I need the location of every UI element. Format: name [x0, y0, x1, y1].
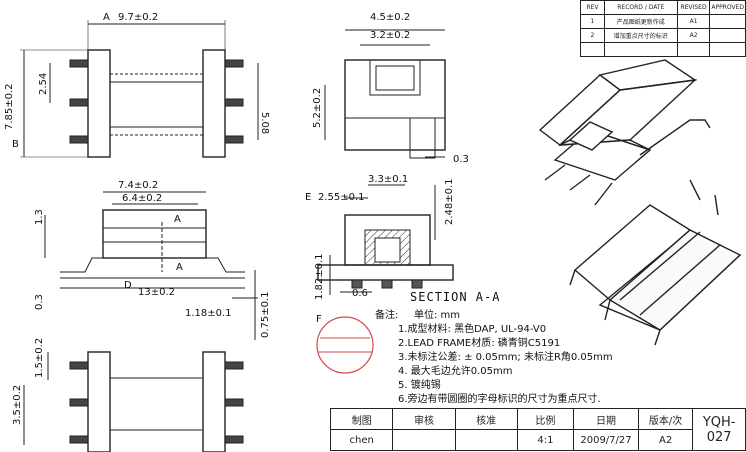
- revision-table: REV RECORD / DATE REVISED APPROVED 1 产品图…: [580, 0, 746, 57]
- tb-cell: 4:1: [516, 429, 575, 451]
- front-view: [44, 191, 258, 340]
- note-item: 4. 最大毛边允许0.05mm: [398, 366, 513, 377]
- marker-d: D: [124, 280, 132, 291]
- note-item: 5. 镀纯锡: [398, 380, 441, 391]
- dim-side-w1: 4.5±0.2: [370, 12, 410, 23]
- marker-f: F: [316, 314, 322, 325]
- table-row: 2 增加重点尺寸的标识 A2: [580, 28, 746, 43]
- rev-header: APPROVED: [709, 0, 746, 15]
- dim-pin-height: 0.75±0.1: [260, 291, 271, 338]
- title-block: 制图 审核 核准 比例 日期 版本/次 YQH-027 chen 4:1 200…: [329, 408, 746, 451]
- table-row: 1 产品图纸更新作成 A1: [580, 14, 746, 29]
- dim-side-w2: 3.2±0.2: [370, 30, 410, 41]
- rev-cell: 产品图纸更新作成: [603, 14, 678, 29]
- dim-inner: 5.08: [259, 112, 270, 134]
- note-item: 1.成型材料: 黑色DAP, UL-94-V0: [398, 324, 547, 335]
- rev-header: REV: [580, 0, 605, 15]
- tb-header: 日期: [573, 408, 639, 430]
- tb-header: 核准: [454, 408, 518, 430]
- rev-cell: 1: [580, 14, 605, 29]
- tb-cell: [454, 429, 518, 451]
- dim-base-width: 13±0.2: [138, 287, 175, 298]
- tb-header: 版本/次: [637, 408, 694, 430]
- rev-cell: A1: [676, 14, 711, 29]
- note-item: 6.旁边有带圆圈的字母标识的尺寸为重点尺寸.: [398, 394, 601, 405]
- dim-front-w2: 6.4±0.2: [122, 193, 162, 204]
- section-label-a1: A: [174, 214, 181, 225]
- key-dimension-legend-circle: [316, 316, 374, 374]
- dim-front-small: 0.3: [34, 294, 45, 310]
- bottom-view: [23, 351, 244, 452]
- rev-cell: A2: [676, 28, 711, 43]
- note-item: 2.LEAD FRAME材质: 磷青铜C5191: [398, 338, 561, 349]
- side-view: [324, 29, 446, 159]
- marker-a: A: [103, 12, 110, 23]
- dim-sec-right-h: 2.48±0.1: [444, 178, 455, 225]
- tb-header: 审核: [392, 408, 456, 430]
- tb-header: 制图: [329, 408, 394, 430]
- tb-cell: [392, 429, 456, 451]
- marker-b: B: [12, 139, 19, 150]
- dim-side-h: 5.2±0.2: [312, 88, 323, 128]
- dim-sec-left-w: 2.55±0.1: [318, 192, 365, 203]
- tb-cell: chen: [329, 429, 394, 451]
- dim-pitch: 2.54: [38, 73, 49, 95]
- rev-cell: [709, 28, 746, 43]
- dim-top-width: 9.7±0.2: [118, 12, 158, 23]
- section-title: SECTION A-A: [410, 290, 501, 304]
- isometric-view-bottom: [569, 179, 742, 346]
- dim-front-w1: 7.4±0.2: [118, 180, 158, 191]
- section-view: [317, 184, 454, 295]
- dim-sec-height: 1.82±0.1: [314, 253, 325, 300]
- rev-cell: 2: [580, 28, 605, 43]
- rev-cell: 增加重点尺寸的标识: [603, 28, 678, 43]
- rev-header: RECORD / DATE: [603, 0, 678, 15]
- dim-front-left-h: 1.3: [34, 209, 45, 225]
- table-row: chen 4:1 2009/7/27 A2: [329, 429, 746, 451]
- notes-unit: 单位: mm: [414, 310, 461, 321]
- dim-side-t: 0.3: [453, 154, 469, 165]
- section-label-a2: A: [176, 262, 183, 273]
- rev-cell: [709, 14, 746, 29]
- dim-top-height: 7.85±0.2: [4, 83, 15, 130]
- dim-bottom-h2: 3.5±0.2: [12, 385, 23, 425]
- drawing-number: YQH-027: [692, 408, 746, 451]
- marker-e: E: [305, 192, 311, 203]
- tb-cell: 2009/7/27: [573, 429, 639, 451]
- top-view: [20, 20, 259, 158]
- note-item: 3.未标注公差: ± 0.05mm; 未标注R角0.05mm: [398, 352, 613, 363]
- tb-cell: A2: [637, 429, 694, 451]
- notes-header: 备注:: [375, 310, 399, 321]
- tb-header: 比例: [516, 408, 575, 430]
- isometric-view-top: [538, 59, 711, 206]
- dim-sec-top-w: 3.3±0.1: [368, 174, 408, 185]
- dim-bottom-h1: 1.5±0.2: [34, 338, 45, 378]
- dim-pin-width: 1.18±0.1: [185, 308, 232, 319]
- dim-sec-pin: 0.6: [352, 288, 368, 299]
- rev-header: REVISED: [676, 0, 711, 15]
